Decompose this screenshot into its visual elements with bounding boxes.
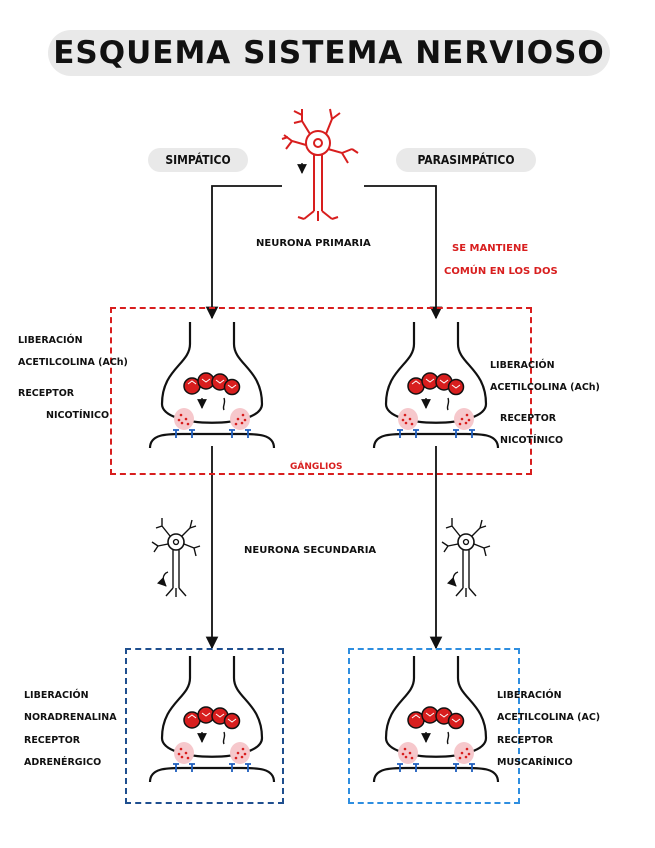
- connector-parasympathetic: [364, 185, 443, 320]
- ganglia-box: [110, 307, 532, 475]
- secondary-neuron-label: NEURONA SECUNDARIA: [244, 545, 377, 556]
- effector-right-line-3: RECEPTOR: [497, 734, 554, 746]
- ganglion-left-line-4: NICOTÍNICO: [46, 409, 110, 421]
- secondary-neuron-icon-right: [442, 518, 490, 597]
- effector-right-line-4: MUSCARÍNICO: [497, 756, 573, 768]
- effector-left-line-2: NORADRENALINA: [24, 712, 117, 724]
- ganglion-left-annotation: LIBERACIÓN ACETILCOLINA (ACh) RECEPTOR N…: [18, 330, 128, 427]
- page-title: ESQUEMA SISTEMA NERVIOSO: [53, 35, 605, 71]
- title-background: [48, 30, 610, 76]
- effector-box-left: [125, 648, 284, 804]
- effector-left-line-1: LIBERACIÓN: [24, 690, 89, 701]
- primary-neuron-label: NEURONA PRIMARIA: [256, 238, 371, 249]
- ganglion-right-line-2: ACETILCOLINA (ACh): [490, 382, 600, 394]
- effector-left-annotation: LIBERACIÓN NORADRENALINA RECEPTOR ADRENÉ…: [24, 685, 117, 774]
- effector-box-right: [348, 648, 520, 804]
- effector-right-annotation: LIBERACIÓN ACETILCOLINA (AC) RECEPTOR MU…: [497, 685, 600, 774]
- common-note-line-2: COMÚN EN LOS DOS: [444, 266, 558, 277]
- ganglion-left-line-3: RECEPTOR: [18, 387, 75, 399]
- primary-neuron-icon: [281, 108, 359, 221]
- ganglion-left-line-1: LIBERACIÓN: [18, 335, 83, 346]
- secondary-neuron-icon-left: [152, 518, 200, 597]
- connector-sympathetic: [205, 185, 282, 320]
- effector-right-line-2: ACETILCOLINA (AC): [497, 712, 601, 724]
- ganglia-label: GÁNGLIOS: [290, 462, 343, 472]
- effector-left-line-3: RECEPTOR: [24, 734, 81, 746]
- effector-left-line-4: ADRENÉRGICO: [24, 756, 102, 768]
- effector-right-line-1: LIBERACIÓN: [497, 690, 562, 701]
- ganglion-right-line-3: RECEPTOR: [500, 412, 557, 424]
- ganglion-right-line-1: LIBERACIÓN: [490, 360, 555, 371]
- ganglion-right-line-4: NICOTÍNICO: [500, 434, 564, 446]
- sympathetic-label: SIMPÁTICO: [148, 148, 248, 172]
- common-note-line-1: SE MANTIENE: [452, 243, 529, 254]
- parasympathetic-label: PARASIMPÁTICO: [396, 148, 536, 172]
- ganglion-left-line-2: ACETILCOLINA (ACh): [18, 357, 128, 369]
- ganglion-right-annotation: LIBERACIÓN ACETILCOLINA (ACh) RECEPTOR N…: [490, 355, 600, 452]
